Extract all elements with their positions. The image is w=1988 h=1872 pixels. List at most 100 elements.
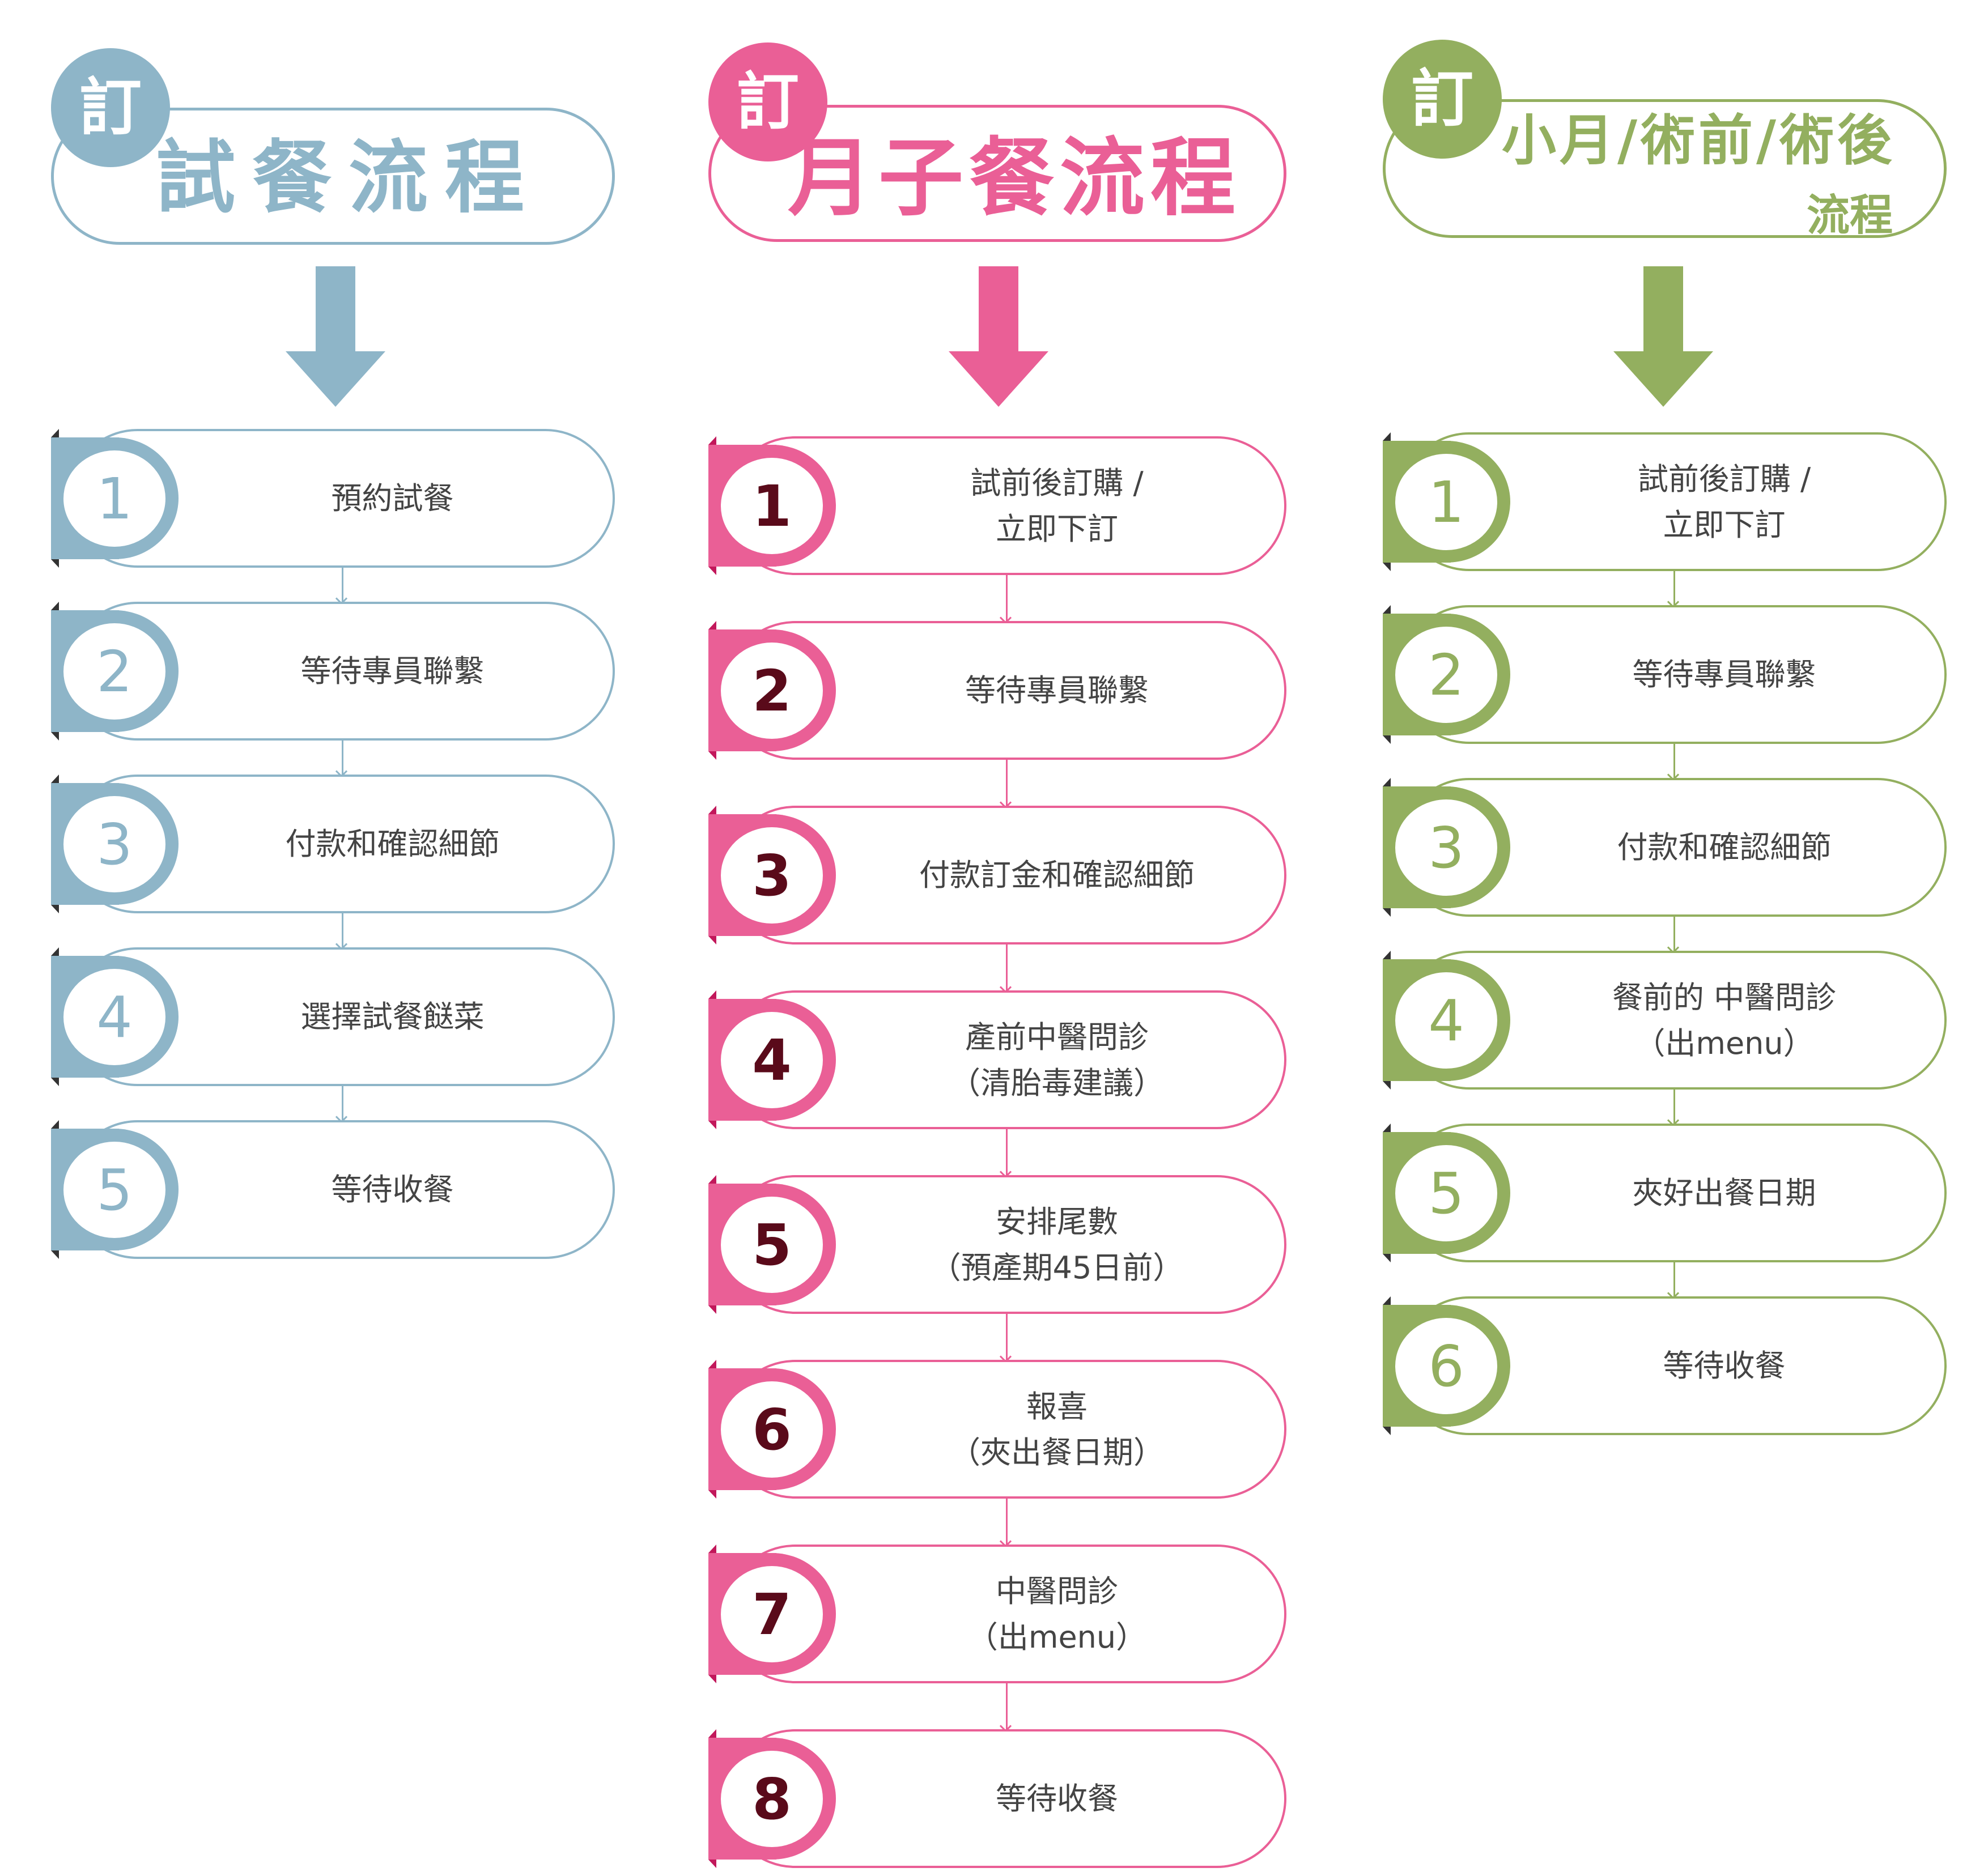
tab-fold-top: [51, 602, 59, 610]
step-label-line: 付款和確認細節: [285, 826, 500, 862]
down-arrow-icon: [1613, 266, 1713, 407]
tab-fold-top: [708, 990, 716, 999]
tab-fold-top: [1383, 432, 1391, 441]
tab-fold-top: [708, 1545, 716, 1553]
tab-fold-bottom: [51, 732, 59, 741]
tab-fold-top: [708, 621, 716, 629]
step-label: 付款訂金和確認細節: [850, 806, 1264, 944]
step-label: 等待收餐: [850, 1729, 1264, 1868]
step-label: 餐前的 中醫問診 （出menu）: [1524, 951, 1924, 1090]
step-label-line: 餐前的 中醫問診: [1612, 979, 1837, 1015]
step-label: 付款和確認細節: [193, 775, 592, 913]
step-connector-arrow: [342, 568, 343, 602]
step-label-line: 產前中醫問診: [965, 1019, 1149, 1055]
step-label-line: 等待收餐: [331, 1172, 454, 1207]
step-label: 等待專員聯繫: [193, 602, 592, 741]
tab-fold-bottom: [708, 1860, 716, 1868]
step-item: 8 等待收餐: [708, 1729, 1286, 1868]
step-connector-arrow: [1673, 571, 1675, 605]
tab-fold-top: [708, 1729, 716, 1738]
flow-title: 小月/術前/術後: [1502, 109, 1896, 172]
tab-fold-top: [1383, 778, 1391, 786]
step-connector-arrow: [342, 741, 343, 775]
step-number: 2: [1395, 627, 1497, 723]
step-label-line: 等待專員聯繫: [965, 673, 1149, 708]
step-number: 2: [63, 623, 165, 720]
tab-fold-top: [51, 1120, 59, 1129]
tab-fold-bottom: [1383, 1081, 1391, 1090]
step-connector-arrow: [1006, 1314, 1008, 1360]
tab-fold-bottom: [1383, 1254, 1391, 1262]
tab-fold-top: [708, 436, 716, 445]
step-number: 4: [1395, 972, 1497, 1069]
step-item: 5 等待收餐: [51, 1120, 615, 1259]
step-label: 產前中醫問診（清胎毒建議）: [850, 990, 1264, 1129]
step-label-line: 等待專員聯繫: [300, 653, 485, 689]
step-number: 5: [1395, 1145, 1497, 1241]
step-label-line: （出menu）: [1634, 1025, 1814, 1061]
step-label-line: 報喜: [1026, 1388, 1088, 1424]
step-number: 3: [721, 827, 823, 924]
step-connector-arrow: [1006, 1129, 1008, 1175]
step-label: 中醫問診（出menu）: [850, 1545, 1264, 1683]
down-arrow-icon: [286, 266, 385, 407]
step-number: 3: [63, 796, 165, 892]
step-label: 等待收餐: [1524, 1296, 1924, 1435]
step-connector-arrow: [1006, 1499, 1008, 1545]
step-label: 付款和確認細節: [1524, 778, 1924, 917]
step-label-line: 試前後訂購 /: [970, 465, 1144, 501]
step-number: 8: [721, 1751, 823, 1847]
step-label-line: 中醫問診: [996, 1573, 1118, 1609]
step-number: 6: [1395, 1318, 1497, 1414]
step-label-line: 付款訂金和確認細節: [919, 857, 1195, 893]
step-label: 試前後訂購 /立即下訂: [850, 436, 1264, 575]
step-connector-arrow: [1006, 1683, 1008, 1729]
tab-fold-top: [708, 1175, 716, 1184]
step-number: 1: [1395, 454, 1497, 550]
step-label-line: 等待收餐: [996, 1781, 1118, 1816]
tab-fold-bottom: [708, 1675, 716, 1683]
tab-fold-top: [1383, 1124, 1391, 1132]
step-label: 安排尾數（預產期45日前）: [850, 1175, 1264, 1314]
step-item: 6 等待收餐: [1383, 1296, 1947, 1435]
step-number: 1: [63, 450, 165, 547]
step-number: 2: [721, 643, 823, 739]
tab-fold-bottom: [1383, 1427, 1391, 1435]
tab-fold-top: [51, 429, 59, 437]
step-label-line: （預產期45日前）: [930, 1249, 1184, 1286]
order-badge: 訂: [51, 48, 170, 167]
tab-fold-top: [1383, 1296, 1391, 1305]
step-label-line: 立即下訂: [1663, 507, 1786, 543]
step-label: 等待專員聯繫: [1524, 605, 1924, 744]
tab-fold-bottom: [708, 1121, 716, 1129]
tab-fold-top: [1383, 605, 1391, 614]
step-box: [68, 947, 615, 1086]
step-number: 5: [63, 1142, 165, 1238]
tab-fold-bottom: [51, 1250, 59, 1259]
tab-fold-bottom: [708, 751, 716, 760]
step-item: 3 付款訂金和確認細節: [708, 806, 1286, 944]
step-item: 4 餐前的 中醫問診 （出menu）: [1383, 951, 1947, 1090]
step-item: 5 夾好出餐日期: [1383, 1124, 1947, 1262]
step-item: 2 等待專員聯繫: [51, 602, 615, 741]
tab-fold-top: [708, 806, 716, 814]
step-number: 4: [63, 969, 165, 1065]
tab-fold-bottom: [51, 905, 59, 913]
step-item: 2 等待專員聯繫: [708, 621, 1286, 760]
step-label-line: （夾出餐日期）: [950, 1434, 1164, 1470]
step-number: 3: [1395, 799, 1497, 896]
step-label: 等待專員聯繫: [850, 621, 1264, 760]
step-connector-arrow: [342, 913, 343, 947]
step-label: 夾好出餐日期: [1524, 1124, 1924, 1262]
step-label: 報喜 （夾出餐日期）: [850, 1360, 1264, 1499]
down-arrow-icon: [949, 266, 1048, 407]
